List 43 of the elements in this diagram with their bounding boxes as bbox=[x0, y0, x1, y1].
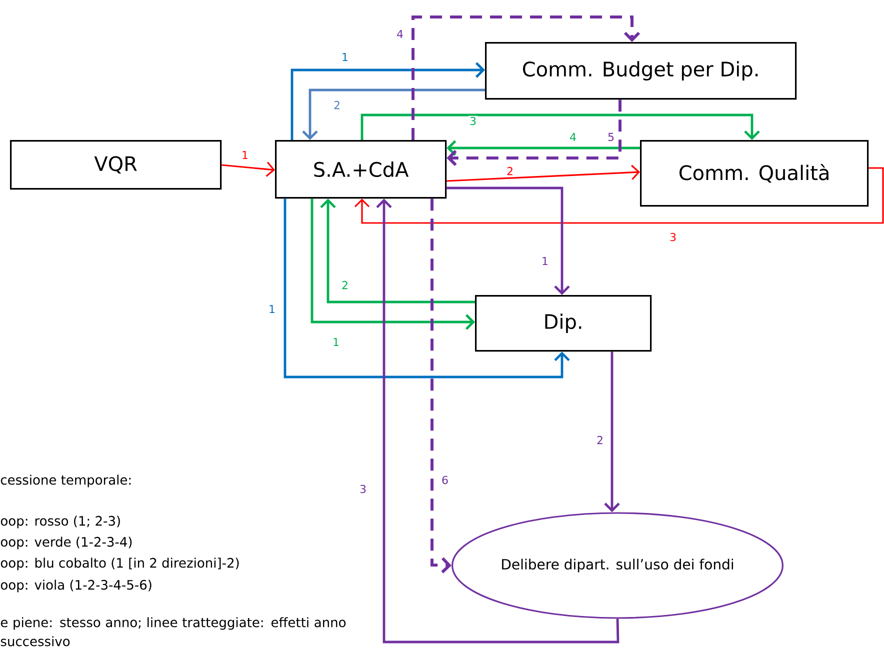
legend-text: cessione temporale: bbox=[0, 474, 131, 488]
arrow bbox=[412, 16, 640, 140]
arrow bbox=[446, 100, 622, 166]
edge-label: 1 bbox=[332, 336, 340, 347]
legend-text: oop: rosso (1; 2-3) bbox=[0, 516, 120, 528]
process-box: Dip. bbox=[475, 295, 652, 352]
edge-label: 2 bbox=[332, 100, 342, 110]
edge-label: 1 bbox=[540, 256, 550, 266]
process-box: Comm. Budget per Dip. bbox=[485, 42, 797, 100]
arrow bbox=[604, 352, 620, 512]
edge-label: 4 bbox=[568, 132, 578, 142]
edge-label: 1 bbox=[340, 52, 350, 62]
process-box: VQR bbox=[10, 140, 222, 190]
edge-label: 3 bbox=[468, 116, 478, 126]
edge-label: 3 bbox=[668, 232, 678, 242]
arrow bbox=[320, 198, 475, 304]
process-box: S.A.+CdA bbox=[275, 140, 447, 199]
arrow bbox=[376, 198, 620, 644]
edge-label: 1 bbox=[268, 304, 276, 314]
arrow bbox=[310, 198, 475, 330]
edge-label: 2 bbox=[506, 166, 514, 176]
arrow bbox=[290, 62, 485, 140]
edge-label: 5 bbox=[606, 132, 616, 142]
arrow bbox=[222, 162, 275, 177]
edge-label: 4 bbox=[396, 28, 404, 39]
arrow bbox=[284, 198, 570, 378]
edge-label: 6 bbox=[440, 474, 450, 486]
edge-label: 3 bbox=[358, 484, 368, 494]
edge-label: 2 bbox=[596, 434, 604, 446]
arrow bbox=[430, 198, 452, 574]
process-box: Comm. Qualità bbox=[640, 140, 869, 207]
edge-label: 2 bbox=[340, 280, 350, 290]
arrow bbox=[354, 167, 884, 224]
legend-text: oop: verde (1-2-3-4) bbox=[0, 536, 132, 550]
arrow bbox=[446, 140, 640, 156]
edge-label: 1 bbox=[240, 150, 250, 160]
arrow bbox=[302, 88, 485, 140]
arrow bbox=[446, 164, 640, 182]
legend-text: e piene: stesso anno; linee tratteggiate: effetti anno successivo bbox=[0, 617, 346, 646]
arrow bbox=[360, 114, 760, 140]
legend-text: oop: blu cobalto (1 [in 2 direzioni]-2) bbox=[0, 558, 239, 570]
legend-text: oop: viola (1-2-3-4-5-6) bbox=[0, 580, 152, 592]
arrow bbox=[446, 186, 570, 295]
